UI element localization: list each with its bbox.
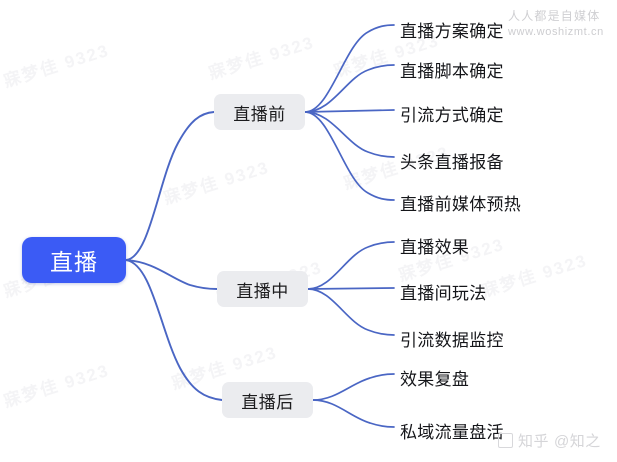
- mindmap-branch-label-0: 直播前: [233, 104, 286, 124]
- mindmap-leaf-node-0-2[interactable]: 引流方式确定: [400, 106, 504, 125]
- mindmap-leaf-node-0-0[interactable]: 直播方案确定: [400, 22, 504, 41]
- site-watermark-url: www.woshizmt.cn: [508, 26, 604, 39]
- mindmap-leaf-node-0-1[interactable]: 直播脚本确定: [400, 62, 504, 81]
- mindmap-leaf-node-1-1[interactable]: 直播间玩法: [400, 284, 487, 303]
- mindmap-root-node[interactable]: 直播: [22, 237, 126, 283]
- zhihu-logo-icon: [498, 433, 513, 448]
- background-watermark-3: 寐梦佳 9323: [161, 157, 272, 208]
- mindmap-leaf-node-0-4[interactable]: 直播前媒体预热: [400, 195, 522, 214]
- mindmap-branch-node-2[interactable]: 直播后: [222, 382, 313, 418]
- mindmap-leaf-node-1-2[interactable]: 引流数据监控: [400, 331, 504, 350]
- mindmap-branch-node-0[interactable]: 直播前: [214, 94, 305, 130]
- background-watermark-0: 寐梦佳 9323: [1, 40, 112, 91]
- mindmap-leaf-node-1-0[interactable]: 直播效果: [400, 238, 470, 257]
- mindmap-branch-label-2: 直播后: [241, 392, 294, 412]
- zhihu-handle-label: @知之: [554, 433, 601, 450]
- mindmap-branch-node-1[interactable]: 直播中: [217, 271, 308, 307]
- mindmap-leaf-node-0-3[interactable]: 头条直播报备: [400, 153, 504, 172]
- mindmap-leaf-node-2-1[interactable]: 私域流量盘活: [400, 423, 504, 442]
- background-watermark-4: 寐梦佳 9323: [206, 32, 317, 83]
- zhihu-watermark: 知乎 @知之: [498, 430, 601, 451]
- site-watermark-top-right: 人人都是自媒体 www.woshizmt.cn: [508, 8, 604, 41]
- mindmap-branch-label-1: 直播中: [236, 281, 289, 301]
- mindmap-leaf-node-2-0[interactable]: 效果复盘: [400, 370, 470, 389]
- mindmap-root-label: 直播: [50, 249, 98, 275]
- zhihu-site-label: 知乎: [518, 433, 550, 450]
- background-watermark-2: 寐梦佳 9323: [1, 360, 112, 411]
- site-watermark-title: 人人都是自媒体: [508, 9, 601, 23]
